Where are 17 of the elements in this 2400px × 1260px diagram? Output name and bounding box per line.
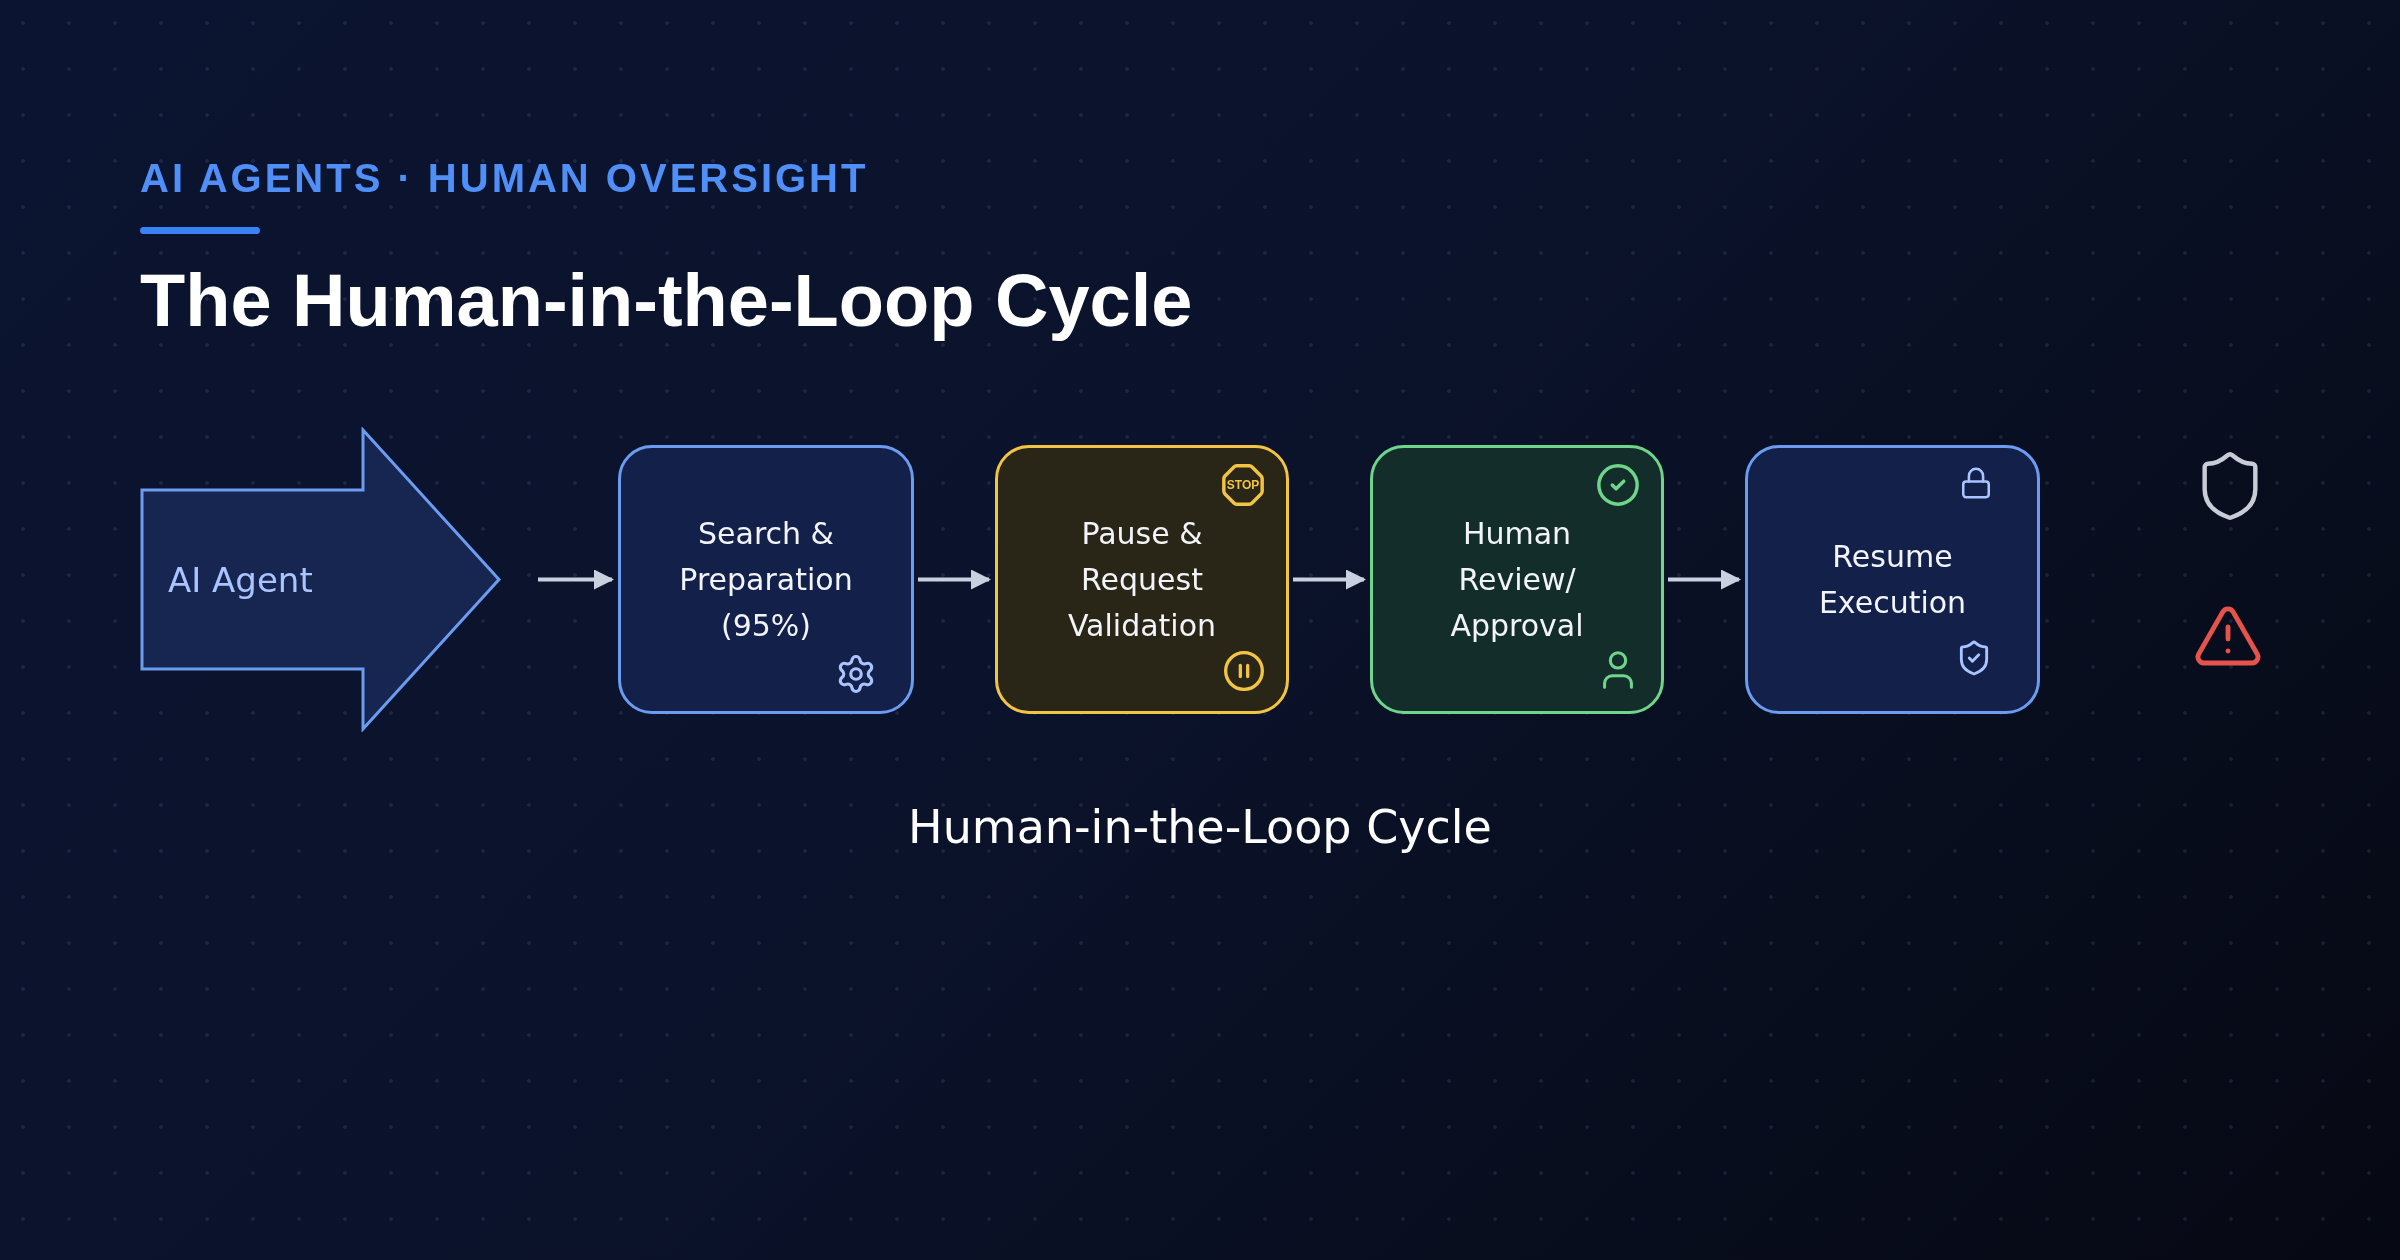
title: The Human-in-the-Loop Cycle bbox=[140, 258, 1193, 343]
process-box bbox=[995, 445, 1289, 714]
arrow bbox=[918, 569, 991, 590]
process-box bbox=[618, 445, 914, 714]
node-label: AI Agent bbox=[168, 559, 313, 600]
section-kicker: AI AGENTS · HUMAN OVERSIGHT bbox=[140, 156, 869, 201]
node-label: Search & Preparation (95%) bbox=[678, 514, 854, 645]
arrow bbox=[1293, 569, 1366, 590]
arrow bbox=[1668, 569, 1741, 590]
node-label: Pause & Request Validation bbox=[1066, 514, 1218, 645]
node-label: Resume Execution bbox=[1817, 537, 1968, 622]
stop-sign-icon: STOP bbox=[1220, 462, 1266, 508]
node-label: Human Review/ Approval bbox=[1449, 514, 1585, 645]
process-box bbox=[1370, 445, 1664, 714]
arrow bbox=[538, 569, 614, 590]
caption: Human-in-the-Loop Cycle bbox=[907, 800, 1493, 854]
process-box bbox=[1745, 445, 2040, 714]
